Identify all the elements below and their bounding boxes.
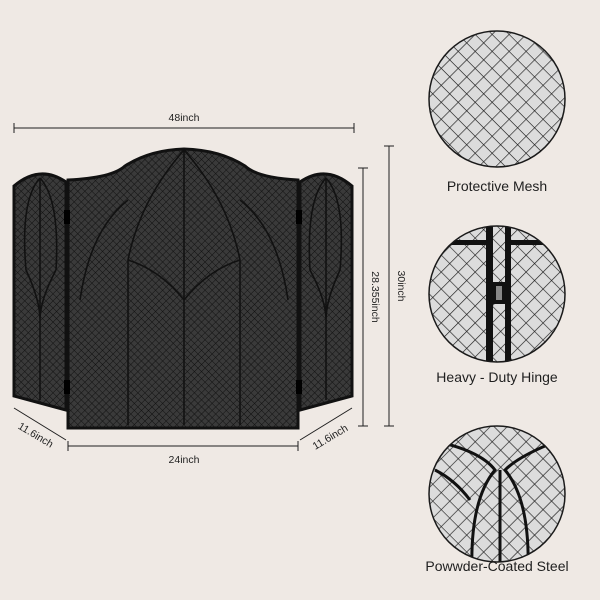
feature-label-hinge: Heavy - Duty Hinge: [436, 369, 558, 385]
mesh-detail-icon: [428, 30, 566, 168]
overall-width-label: 48inch: [169, 112, 200, 124]
center-panel-width-label: 24inch: [169, 454, 200, 466]
left-panel-width-label: 11.6inch: [16, 420, 56, 450]
feature-label-steel: Powwder-Coated Steel: [425, 558, 568, 574]
center-height-label: 28.355inch: [369, 271, 381, 323]
overall-height-label: 30inch: [395, 271, 407, 302]
steel-detail-icon: [428, 425, 566, 563]
left-hinge: [64, 210, 70, 224]
fireplace-screen-illustration: [12, 147, 354, 430]
feature-label-mesh: Protective Mesh: [447, 178, 547, 194]
dimension-lines: [13, 123, 394, 451]
center-panel: [66, 147, 300, 430]
hinge-detail-icon: [428, 225, 566, 363]
right-hinge: [296, 210, 302, 224]
right-panel-width-label: 11.6inch: [311, 422, 351, 452]
